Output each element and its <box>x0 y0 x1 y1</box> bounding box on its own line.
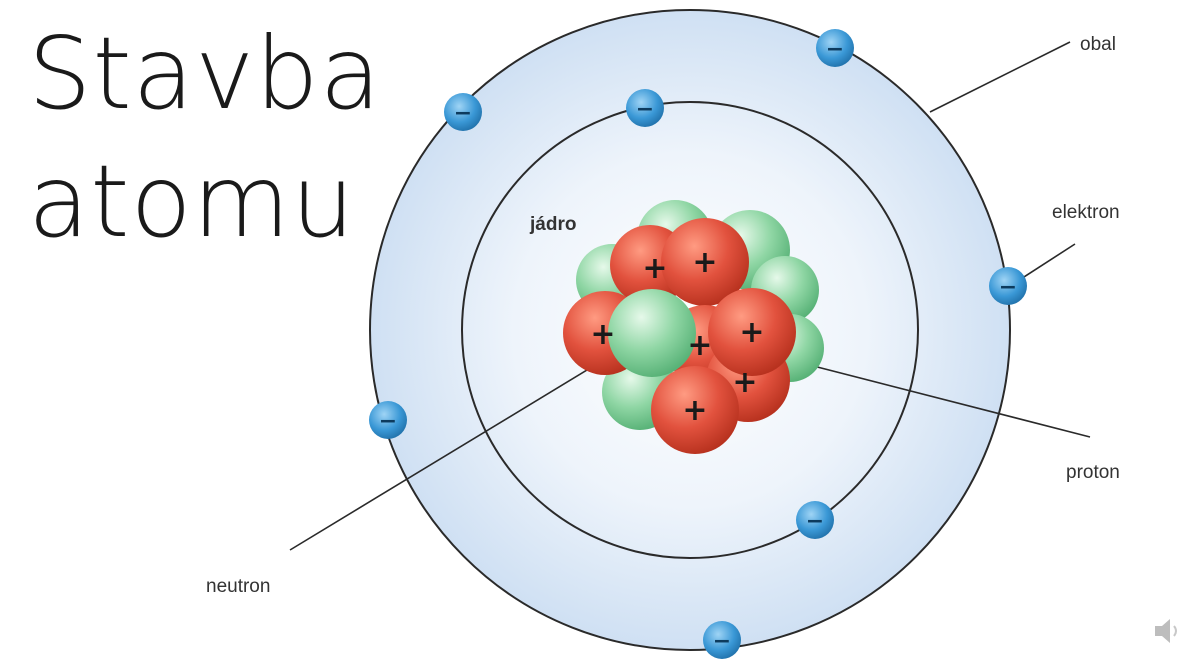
proton-particle <box>708 288 796 376</box>
electron-particle: − <box>796 501 834 539</box>
proton-sign: + <box>682 393 707 428</box>
proton-particle <box>661 218 749 306</box>
neutron-particle <box>608 289 696 377</box>
inner-orbit <box>461 101 919 559</box>
svg-text:−: − <box>454 101 472 126</box>
electron-particle: − <box>703 621 741 659</box>
proton-sign: + <box>590 317 615 352</box>
proton-label: proton <box>1066 462 1120 483</box>
slide-title: Stavba atomu <box>28 10 382 266</box>
nucleus-label: jádro <box>529 214 576 235</box>
svg-text:−: − <box>806 509 824 534</box>
shell-label: obal <box>1080 34 1116 55</box>
shell-pointer-line <box>929 41 1071 113</box>
electron-particle: − <box>626 89 664 127</box>
electron-particle: − <box>444 93 482 131</box>
outer-orbit <box>369 9 1011 651</box>
title-line-1: Stavba <box>28 15 382 132</box>
neutron-pointer-line <box>289 349 621 551</box>
neutron-label: neutron <box>206 576 270 597</box>
proton-sign: + <box>692 245 717 280</box>
speaker-icon[interactable] <box>1152 614 1184 648</box>
proton-sign: + <box>732 365 757 400</box>
electron-label: elektron <box>1052 202 1120 223</box>
svg-text:−: − <box>999 275 1017 300</box>
nucleus: + + + + + + + <box>563 200 824 454</box>
proton-particle <box>651 366 739 454</box>
svg-text:−: − <box>713 629 731 654</box>
electron-particle: − <box>816 29 854 67</box>
proton-pointer-line <box>789 359 1091 438</box>
proton-sign: + <box>687 328 712 363</box>
electron-particle: − <box>989 267 1027 305</box>
svg-text:−: − <box>636 97 654 122</box>
title-line-2: atomu <box>28 143 356 260</box>
proton-sign: + <box>739 315 764 350</box>
svg-text:−: − <box>379 409 397 434</box>
svg-text:−: − <box>826 37 844 62</box>
electron-particle: − <box>369 401 407 439</box>
proton-sign: + <box>642 251 667 286</box>
